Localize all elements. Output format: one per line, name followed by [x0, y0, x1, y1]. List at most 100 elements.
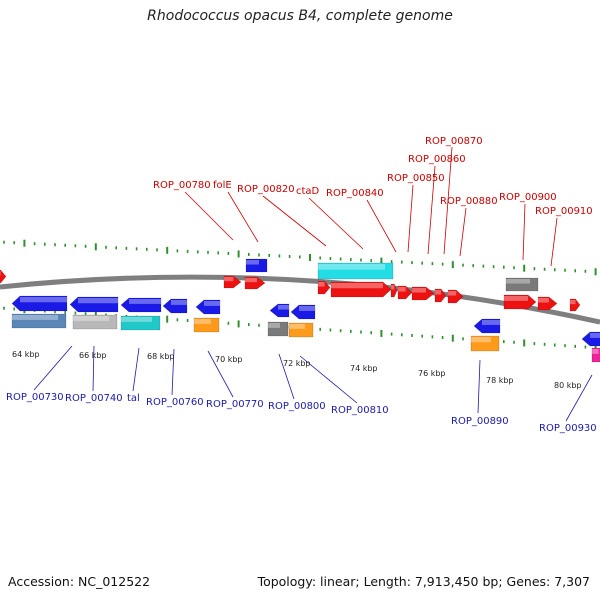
scale-label-70kbp: 70 kbp [215, 355, 243, 364]
gene-label-rop-00870[interactable]: ROP_00870 [425, 136, 483, 147]
gene-feature [447, 289, 464, 304]
gene-label-rop-00760[interactable]: ROP_00760 [146, 397, 204, 408]
gene-label-rop-00820[interactable]: ROP_00820 [237, 184, 295, 195]
gene-arrow-highlight [73, 316, 109, 321]
gene-label-rop-00850[interactable]: ROP_00850 [387, 173, 445, 184]
map-title: Rhodococcus opacus B4, complete genome [147, 8, 453, 24]
gene-arrow-highlight [412, 288, 426, 293]
gene-arrow [397, 285, 413, 300]
upper-tick-track [3, 239, 597, 276]
gene-leader-line [522, 203, 526, 261]
gene-leader-line [550, 217, 558, 267]
scale-label-66kbp: 66 kbp [79, 351, 107, 360]
gene-label-rop-00730[interactable]: ROP_00730 [6, 392, 64, 403]
gene-arrow [162, 298, 188, 314]
gene-arrow-highlight [398, 287, 406, 292]
gene-label-rop-00930[interactable]: ROP_00930 [539, 423, 597, 434]
gene-leader-line [407, 184, 414, 253]
gene-arrow [269, 303, 290, 318]
gene-feature [120, 315, 161, 331]
gene-label-rop-00800[interactable]: ROP_00800 [268, 401, 326, 412]
gene-label-rop-00770[interactable]: ROP_00770 [206, 399, 264, 410]
gene-arrow-highlight [570, 300, 576, 305]
gene-label-tal[interactable]: tal [127, 393, 140, 404]
gene-feature [317, 262, 394, 280]
gene-arrow-highlight [482, 320, 500, 325]
gene-feature [290, 304, 316, 320]
gene-arrow [290, 304, 316, 320]
gene-arrow-highlight [318, 282, 325, 287]
gene-arrow-highlight [471, 337, 491, 343]
gene-label-rop-00910[interactable]: ROP_00910 [535, 206, 593, 217]
gene-arrow [223, 275, 242, 289]
gene-feature [193, 317, 220, 333]
gene-leader-line [278, 353, 295, 400]
gene-label-rop-00780[interactable]: ROP_00780 [153, 180, 211, 191]
scale-label-78kbp: 78 kbp [486, 376, 514, 385]
lower-gene-labels: ROP_00730 ROP_00740 tal ROP_00760 ROP_00… [6, 392, 597, 434]
gene-feature [390, 283, 398, 298]
gene-feature [473, 318, 501, 334]
gene-arrow [11, 313, 67, 329]
genome-summary-text: Topology: linear; Length: 7,913,450 bp; … [257, 574, 590, 589]
gene-label-rop-00880[interactable]: ROP_00880 [440, 196, 498, 207]
gene-arrow-highlight [78, 298, 118, 304]
gene-arrow-highlight [194, 319, 211, 324]
gene-label-rop-00890[interactable]: ROP_00890 [451, 416, 509, 427]
scale-label-68kbp: 68 kbp [147, 352, 175, 361]
gene-leader-line [262, 195, 327, 247]
gene-feature [195, 299, 221, 315]
gene-leader-line [459, 207, 467, 257]
label-leader-lines [33, 146, 593, 422]
gene-leader-line [171, 348, 175, 396]
gene-arrow-highlight [448, 291, 457, 296]
gene-arrow-highlight [592, 349, 599, 354]
gene-arrow-highlight [299, 306, 315, 311]
gene-arrow-highlight [20, 297, 67, 303]
gene-feature [591, 347, 600, 363]
gene-arrow [0, 269, 7, 284]
gene-leader-line [227, 191, 259, 243]
kbp-scale-labels: 64 kbp 66 kbp 68 kbp 70 kbp 72 kbp 74 kb… [12, 350, 582, 390]
gene-arrow-highlight [289, 324, 305, 329]
gene-arrow-highlight [246, 260, 259, 265]
gene-arrow-highlight [435, 290, 442, 295]
gene-arrow-highlight [331, 283, 383, 289]
gene-arrow [591, 347, 600, 363]
gene-arrow [288, 322, 314, 338]
gene-leader-line [477, 359, 481, 414]
gene-arrow [193, 317, 220, 333]
gene-arrow-highlight [391, 285, 395, 290]
gene-label-rop-00810[interactable]: ROP_00810 [331, 405, 389, 416]
gene-feature [317, 280, 331, 295]
gene-label-rop-00900[interactable]: ROP_00900 [499, 192, 557, 203]
gene-arrow [434, 288, 447, 303]
gene-leader-line [132, 347, 140, 392]
gene-feature [120, 297, 162, 313]
gene-label-rop-00840[interactable]: ROP_00840 [326, 188, 384, 199]
gene-arrow [120, 297, 162, 313]
gene-label-rop-00860[interactable]: ROP_00860 [408, 154, 466, 165]
gene-arrow-highlight [171, 300, 187, 305]
gene-label-fole[interactable]: folE [213, 180, 232, 191]
gene-label-ctad[interactable]: ctaD [296, 186, 320, 197]
scale-label-80kbp: 80 kbp [554, 381, 582, 390]
gene-arrow-highlight [12, 315, 58, 320]
gene-arrow-highlight [590, 333, 600, 338]
scale-label-72kbp: 72 kbp [283, 359, 311, 368]
gene-arrow [72, 314, 118, 330]
gene-leader-line [427, 165, 436, 255]
gene-arrow [11, 295, 68, 312]
gene-arrow-highlight [506, 279, 530, 284]
gene-label-rop-00740[interactable]: ROP_00740 [65, 393, 123, 404]
gene-arrow [447, 289, 464, 304]
gene-feature [162, 298, 188, 314]
upper-gene-labels: ROP_00780 folE ROP_00820 ctaD ROP_00840 … [153, 136, 593, 217]
gene-arrow-highlight [268, 323, 280, 328]
gene-feature [537, 296, 558, 311]
gene-arrow-highlight [121, 317, 152, 322]
gene-feature [470, 335, 500, 352]
gene-arrow-highlight [129, 299, 161, 304]
gene-leader-line [308, 197, 364, 250]
